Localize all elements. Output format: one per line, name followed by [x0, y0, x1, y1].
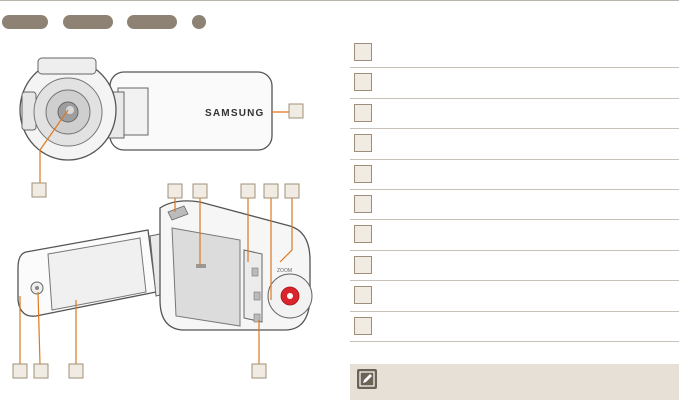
- camcorder-illustration: SAMSUNG ZOOM: [12, 57, 313, 379]
- callout-box: [284, 183, 300, 199]
- row-number-box: [354, 194, 372, 213]
- note-pencil-icon: [357, 369, 377, 389]
- parts-list-row: [350, 312, 679, 342]
- brand-logo: SAMSUNG: [205, 108, 265, 119]
- chapter-tab-1[interactable]: [2, 15, 48, 29]
- callout-line: [279, 198, 293, 263]
- row-number-box: [354, 103, 372, 122]
- parts-list-row: [350, 251, 679, 282]
- callout-box: [33, 363, 49, 379]
- callout-line: [37, 291, 41, 365]
- parts-list-row: [350, 160, 679, 190]
- row-number-box: [354, 286, 372, 305]
- top-rule: [0, 0, 679, 1]
- callout-group-top: [167, 183, 300, 300]
- row-number-box: [354, 255, 372, 274]
- row-number-box: [354, 43, 372, 61]
- callout-box: [68, 363, 84, 379]
- camcorder-side-view: ZOOM: [17, 200, 313, 331]
- callout-box: [240, 183, 256, 199]
- svg-text:ZOOM: ZOOM: [277, 268, 292, 274]
- row-number-box: [354, 164, 372, 183]
- row-number-box: [354, 316, 372, 335]
- chapter-tab-4[interactable]: [192, 15, 206, 29]
- parts-list-row: [350, 129, 679, 160]
- callout-box: [288, 103, 304, 119]
- callout-box: [263, 183, 279, 199]
- parts-list-row: [350, 190, 679, 221]
- callout-box: [192, 183, 208, 199]
- chapter-tab-3[interactable]: [127, 15, 177, 29]
- callout-line: [39, 109, 69, 183]
- row-number-box: [354, 73, 372, 92]
- callout-box: [167, 183, 183, 199]
- parts-list-row: [350, 220, 679, 251]
- parts-list-row: [350, 99, 679, 130]
- chapter-tab-2[interactable]: [63, 15, 113, 29]
- camcorder-front-view: SAMSUNG: [19, 57, 273, 161]
- row-number-box: [354, 225, 372, 244]
- callout-group-bottom: [12, 291, 267, 379]
- callout-box: [251, 363, 267, 379]
- parts-list-row: [350, 281, 679, 312]
- parts-list-row: [350, 68, 679, 99]
- note-panel: [350, 364, 679, 400]
- callout-box: [12, 363, 28, 379]
- parts-list: [350, 38, 679, 342]
- parts-list-row: [350, 38, 679, 69]
- callout-box: [31, 182, 47, 198]
- row-number-box: [354, 134, 372, 153]
